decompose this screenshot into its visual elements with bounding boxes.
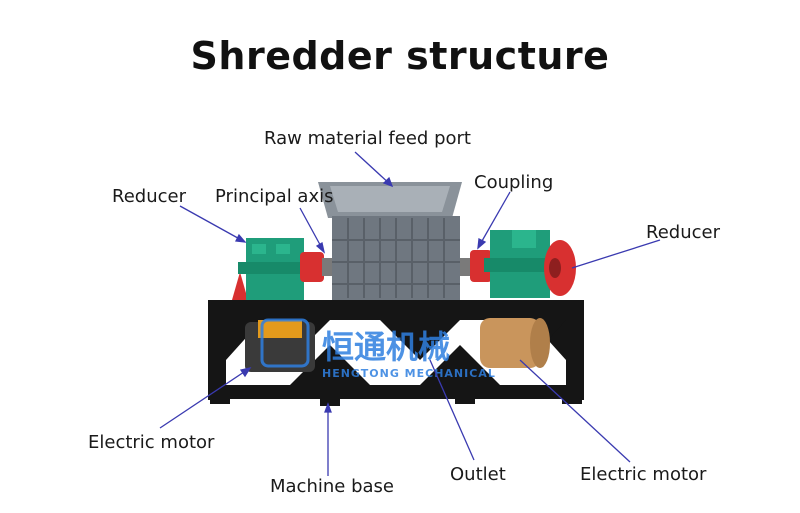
- svg-text:恒通机械: 恒通机械: [322, 328, 450, 366]
- label-outlet: Outlet: [450, 464, 506, 485]
- leader-lines: [159, 151, 661, 476]
- label-reducer-right: Reducer: [646, 222, 720, 243]
- electric-motor-right: [480, 318, 550, 368]
- label-coupling: Coupling: [474, 172, 554, 193]
- crushing-chamber: [318, 182, 462, 300]
- label-motor-left: Electric motor: [88, 432, 215, 453]
- label-principal-axis: Principal axis: [215, 186, 334, 207]
- coupling-left: [300, 252, 332, 282]
- svg-text:HENGTONG MECHANICAL: HENGTONG MECHANICAL: [322, 367, 496, 380]
- label-machine-base: Machine base: [270, 476, 394, 497]
- label-motor-right: Electric motor: [580, 464, 707, 485]
- watermark-logo: 恒通机械 HENGTONG MECHANICAL: [260, 318, 496, 380]
- label-reducer-left: Reducer: [112, 186, 186, 207]
- reducer-left-box: [232, 238, 310, 300]
- label-feed-port: Raw material feed port: [264, 128, 471, 149]
- diagram-title: Shredder structure: [190, 34, 610, 78]
- reducer-right-box: [484, 230, 576, 298]
